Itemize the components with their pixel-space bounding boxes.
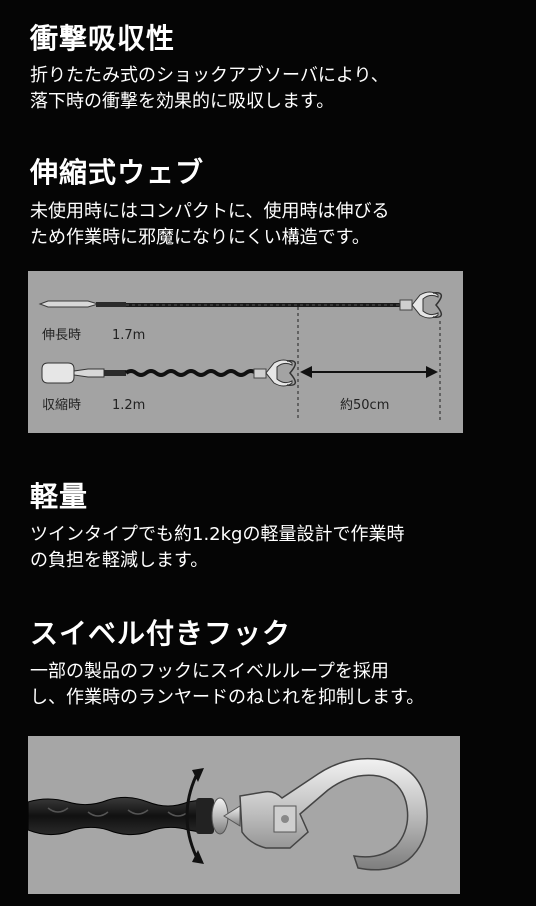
body-shock-absorption: 折りたたみ式のショックアブソーバにより、 落下時の衝撃を効果的に吸収します。	[30, 65, 389, 112]
body-swivel-hook: 一部の製品のフックにスイベルループを採用 し、作業時のランヤードのねじれを抑制し…	[30, 661, 425, 708]
section-stretch-web: 伸縮式ウェブ 未使用時にはコンパクトに、使用時は伸びる ため作業時に邪魔になりに…	[30, 156, 516, 251]
extended-label: 伸長時	[42, 328, 81, 343]
difference-arrow	[300, 366, 438, 378]
heading-swivel-hook: スイベル付きフック	[30, 617, 292, 650]
heading-lightweight: 軽量	[30, 480, 89, 513]
section-lightweight: 軽量 ツインタイプでも約1.2kgの軽量設計で作業時 の負担を軽減します。	[30, 480, 516, 574]
heading-stretch-web: 伸縮式ウェブ	[30, 156, 205, 189]
body-lightweight: ツインタイプでも約1.2kgの軽量設計で作業時 の負担を軽減します。	[30, 524, 405, 571]
section-swivel-hook: スイベル付きフック 一部の製品のフックにスイベルループを採用 し、作業時のランヤ…	[30, 617, 516, 711]
extended-value: 1.7m	[112, 328, 145, 343]
lanyard-length-figure: 伸長時 1.7m 収縮時 1.2m 約50cm	[28, 271, 463, 433]
extended-lanyard-illustration	[38, 291, 442, 319]
section-shock-absorption: 衝撃吸収性 折りたたみ式のショックアブソーバにより、 落下時の衝撃を効果的に吸収…	[30, 22, 516, 115]
swivel-hook-illustration	[28, 757, 428, 871]
swivel-hook-photo	[28, 736, 460, 894]
retracted-value: 1.2m	[112, 398, 145, 413]
retracted-lanyard-illustration	[41, 359, 296, 387]
difference-label: 約50cm	[340, 398, 389, 413]
lanyard-length-diagram: 伸長時 1.7m 収縮時 1.2m 約50cm	[38, 291, 442, 421]
retracted-label: 収縮時	[42, 397, 81, 413]
heading-shock-absorption: 衝撃吸収性	[30, 22, 176, 55]
body-stretch-web: 未使用時にはコンパクトに、使用時は伸びる ため作業時に邪魔になりにくい構造です。	[30, 201, 390, 248]
